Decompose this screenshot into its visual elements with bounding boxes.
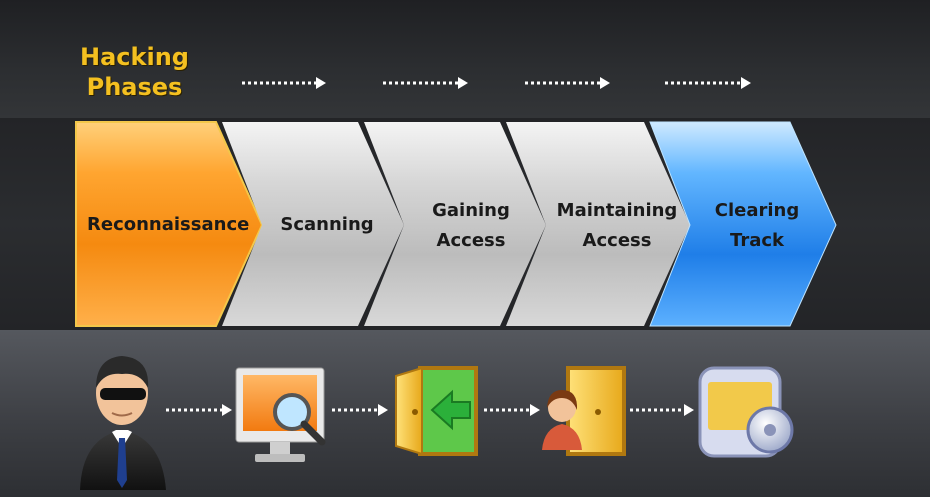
title-line-1: Hacking <box>80 43 189 71</box>
header-band <box>0 0 930 118</box>
phase-label-clearing-track: Clearing Track <box>682 196 832 256</box>
icon-connector-head-1 <box>222 404 232 416</box>
arrow-head-1 <box>316 77 326 89</box>
phase-label-maintaining-access: Maintaining Access <box>542 196 692 256</box>
icon-connector-head-4 <box>684 404 694 416</box>
monitor-magnifier-icon <box>235 367 326 462</box>
hacker-icon <box>80 356 166 490</box>
phase-label-reconnaissance: Reconnaissance <box>87 210 250 240</box>
chevron-gaining-access <box>364 122 546 326</box>
phase-4-line-2: Track <box>730 230 784 251</box>
title-line-2: Phases <box>86 73 183 101</box>
phase-3-line-2: Access <box>582 230 652 251</box>
phase-label-scanning: Scanning <box>252 210 402 240</box>
phase-2-line-2: Access <box>436 230 506 251</box>
door-arrow-icon <box>395 366 478 456</box>
chevron-maintaining-access <box>506 122 690 326</box>
diagram-title: Hacking Phases <box>80 42 189 102</box>
phase-chevrons <box>75 121 837 327</box>
phase-2-line-1: Gaining <box>432 200 510 221</box>
phase-icons <box>80 356 794 490</box>
phase-0-line-1: Reconnaissance <box>87 214 250 235</box>
chevron-clearing-track <box>649 121 837 327</box>
phase-4-line-1: Clearing <box>714 200 800 221</box>
phase-3-line-1: Maintaining <box>556 200 678 221</box>
chevron-scanning <box>222 122 404 326</box>
arrow-head-2 <box>458 77 468 89</box>
folder-erase-icon <box>698 366 794 458</box>
phase-label-gaining-access: Gaining Access <box>396 196 546 256</box>
icon-connector-head-2 <box>378 404 388 416</box>
arrow-head-4 <box>741 77 751 89</box>
icon-connector-head-3 <box>530 404 540 416</box>
chevron-reconnaissance <box>75 121 264 327</box>
arrow-head-3 <box>600 77 610 89</box>
door-person-icon <box>542 366 626 456</box>
phase-1-line-1: Scanning <box>280 214 374 235</box>
top-arrows <box>242 77 751 89</box>
